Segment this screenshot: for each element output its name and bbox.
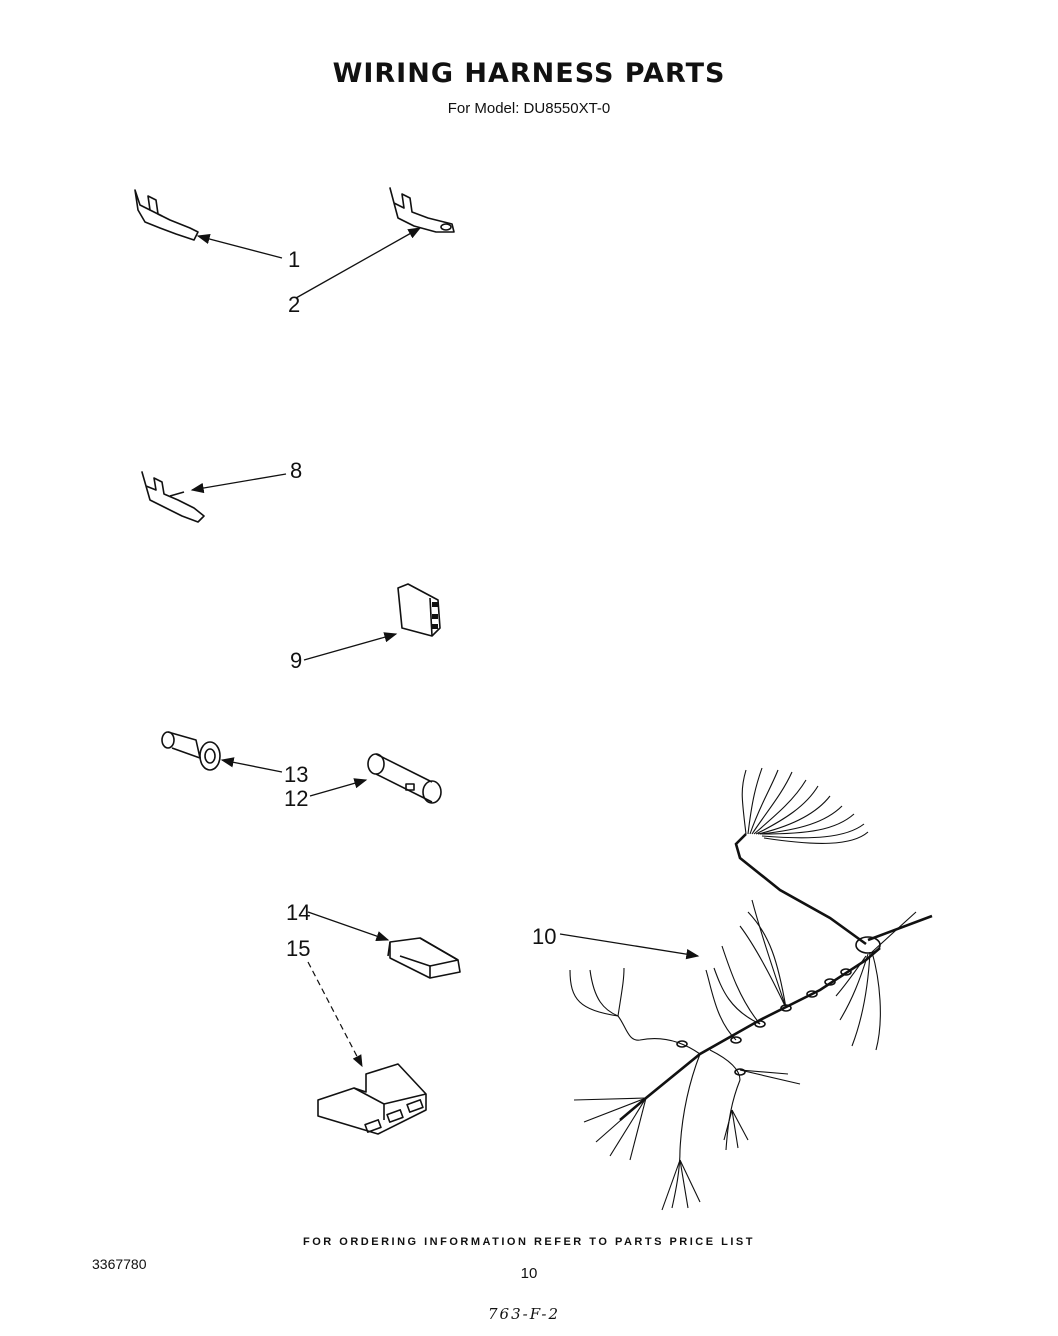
ordering-note: FOR ORDERING INFORMATION REFER TO PARTS … bbox=[303, 1236, 755, 1248]
leader-14 bbox=[307, 911, 390, 942]
handwritten-code: 763-F-2 bbox=[488, 1305, 561, 1323]
document-number: 3367780 bbox=[92, 1256, 147, 1272]
part-13-insulator bbox=[161, 731, 221, 771]
part-9-connector-block bbox=[397, 583, 441, 637]
leader-8 bbox=[190, 473, 287, 494]
callout-13: 13 bbox=[284, 762, 308, 787]
part-8-terminal bbox=[141, 471, 205, 523]
callout-8: 8 bbox=[290, 458, 302, 483]
part-10-wiring-harness bbox=[569, 767, 933, 1211]
part-12-splice-sleeve bbox=[367, 753, 442, 804]
leader-15 bbox=[307, 961, 363, 1068]
callout-15: 15 bbox=[286, 936, 310, 961]
part-2-terminal bbox=[389, 187, 455, 233]
callout-9: 9 bbox=[290, 648, 302, 673]
part-15-connector-housing bbox=[317, 1063, 427, 1135]
callout-12: 12 bbox=[284, 786, 308, 811]
leader-12 bbox=[309, 778, 368, 797]
callout-14: 14 bbox=[286, 900, 310, 925]
model-subtitle: For Model: DU8550XT-0 bbox=[447, 100, 611, 117]
part-1-terminal bbox=[134, 189, 199, 241]
page-title: WIRING HARNESS PARTS bbox=[332, 58, 726, 89]
callout-10: 10 bbox=[532, 924, 556, 949]
leader-1 bbox=[196, 233, 283, 259]
leader-9 bbox=[303, 632, 398, 661]
leader-10 bbox=[559, 933, 700, 960]
callout-1: 1 bbox=[288, 247, 300, 272]
leader-13 bbox=[220, 757, 283, 773]
callout-2: 2 bbox=[288, 292, 300, 317]
part-14-connector-housing bbox=[387, 937, 461, 979]
page-number: 10 bbox=[520, 1265, 538, 1282]
leader-2 bbox=[295, 227, 422, 299]
